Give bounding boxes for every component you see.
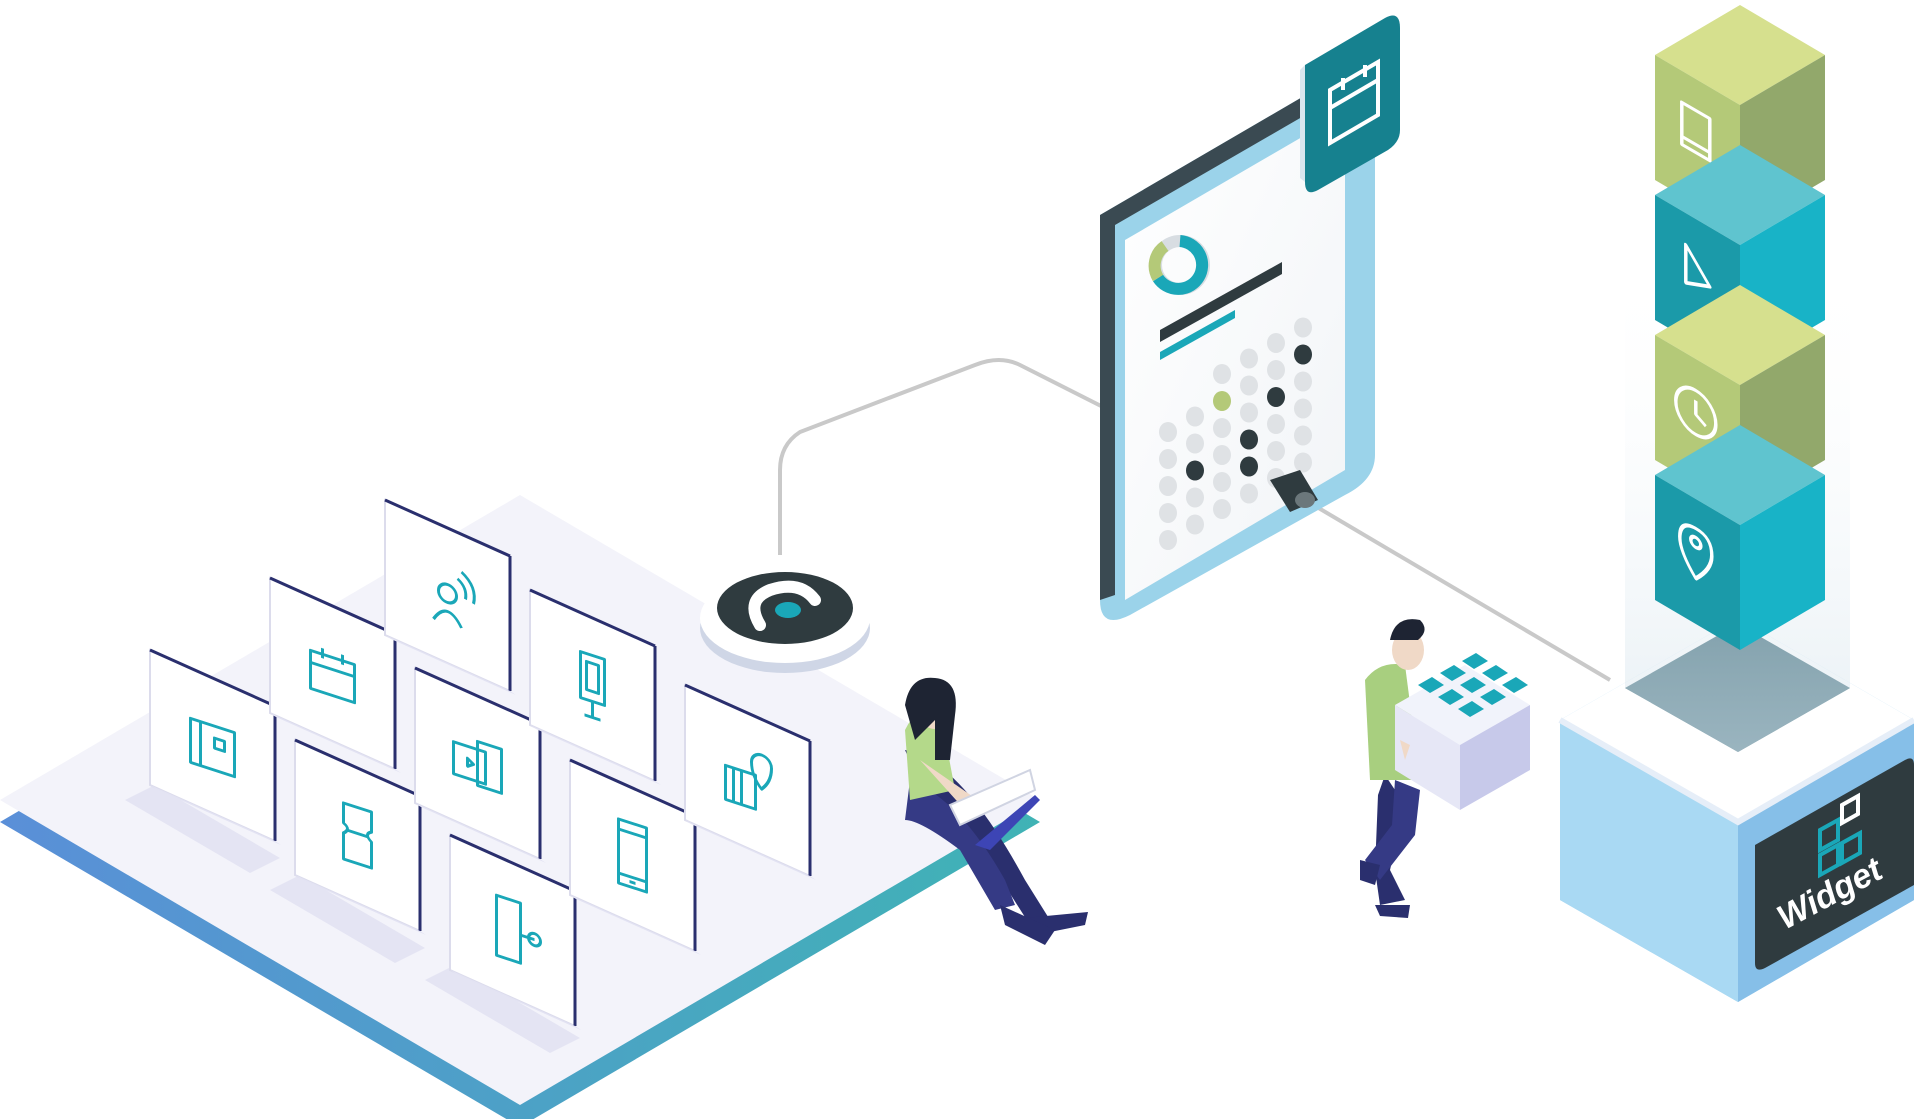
calendar-dot: [1240, 402, 1258, 423]
calendar-badge: [1300, 15, 1400, 193]
calendar-dot: [1159, 449, 1177, 469]
calendar-dot: [1294, 452, 1312, 473]
connector-lines: [778, 358, 1612, 682]
calendar-dot: [1294, 344, 1312, 365]
woman-with-laptop: [905, 677, 1088, 945]
widget-label-plate: Widget: [1755, 758, 1914, 970]
calendar-dot: [1267, 333, 1285, 353]
calendar-dot: [1294, 317, 1312, 338]
platform-tile: [449, 833, 581, 1030]
calendar-dot: [1213, 364, 1231, 384]
calendar-dot: [1240, 483, 1258, 504]
platform-tiles: [149, 498, 816, 1030]
calendar-dot: [1294, 371, 1312, 392]
clock-icon: [1674, 385, 1718, 440]
ticket-icon: [342, 801, 373, 870]
key-door-icon: [495, 893, 542, 965]
calendar-dot: [1213, 391, 1231, 411]
platform-logo-puck: [700, 572, 870, 673]
person-signal-icon: [432, 571, 476, 629]
tablet-plug: [1270, 470, 1318, 512]
platform-tile: [684, 683, 816, 880]
laptop-icon: [948, 768, 1037, 827]
platform-tile: [384, 498, 516, 695]
calendar-dot: [1240, 375, 1258, 396]
service-cube: [1655, 425, 1825, 650]
map-pin-icon: [724, 752, 773, 811]
calendar-dot: [1294, 425, 1312, 446]
platform-tile: [529, 588, 661, 785]
calendar-icon: [1328, 58, 1380, 147]
calendar-dot: [1213, 445, 1231, 465]
calendar-dot: [1159, 476, 1177, 496]
kiosk-icon: [579, 650, 606, 722]
calendar-dot: [1186, 460, 1204, 481]
calendar-dot: [1240, 456, 1258, 477]
calendar-icon: [309, 647, 356, 705]
calendar-dot: [1186, 514, 1204, 535]
calendar-tablet: [1100, 15, 1400, 620]
video-screens-icon: [452, 739, 503, 795]
mobile-phone-icon: [617, 817, 648, 894]
platform-tile: [149, 648, 281, 845]
triangle-icon: [1684, 242, 1712, 289]
calendar-dot: [1159, 503, 1177, 523]
platform-tile: [269, 576, 401, 773]
platform-tile: [569, 758, 701, 955]
book-icon: [1680, 100, 1712, 163]
calendar-dot: [1186, 406, 1204, 427]
calendar-dot: [1213, 418, 1231, 438]
document-icon: [189, 716, 236, 779]
widget-icon: [1818, 792, 1862, 879]
calendar-dot: [1186, 487, 1204, 508]
calendar-dot: [1294, 398, 1312, 419]
calendar-dot: [1267, 414, 1285, 434]
calendar-dot: [1240, 429, 1258, 450]
service-cube-stack: [1655, 5, 1825, 650]
logo-mark-icon: [748, 580, 821, 631]
platform-tile: [414, 666, 546, 863]
calendar-dot: [1267, 387, 1285, 407]
platform-tile: [294, 738, 426, 935]
location-pin-icon: [1678, 523, 1714, 581]
calendar-dot: [1213, 499, 1231, 519]
calendar-dot: [1267, 360, 1285, 380]
man-carrying-box: [1360, 619, 1530, 918]
calendar-dot: [1240, 348, 1258, 369]
calendar-dot-grid: [1159, 317, 1312, 550]
calendar-dot: [1159, 530, 1177, 550]
calendar-dot: [1213, 472, 1231, 492]
donut-chart-icon: [1148, 235, 1210, 295]
calendar-dot: [1159, 422, 1177, 442]
calendar-dot: [1186, 433, 1204, 454]
grid-box-icon: [1395, 653, 1530, 810]
calendar-dot: [1267, 441, 1285, 461]
